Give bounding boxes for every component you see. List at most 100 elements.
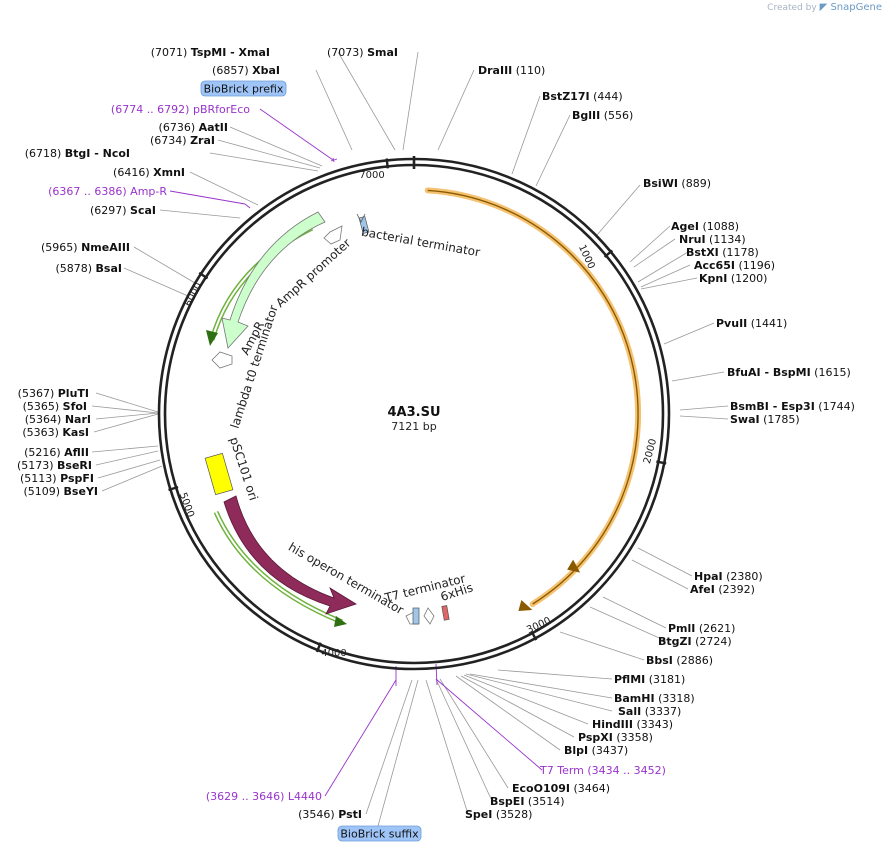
bacterial-terminator-mark: [356, 213, 366, 223]
enzyme-label: BamHI (3318): [614, 692, 695, 705]
enzyme-site: (5965) NmeAIII: [41, 241, 130, 254]
enzyme-label: BlpI (3437): [564, 744, 628, 757]
enzyme-position: (3181): [645, 673, 685, 686]
orf-arrow-head: [567, 559, 581, 573]
enzyme-name: BfuAI: [727, 366, 761, 379]
tick-mark: [198, 271, 209, 280]
biobrick-prefix-badge-bg: [200, 80, 287, 97]
lower-green-head: [334, 616, 347, 627]
enzyme-name: HpaI: [694, 570, 723, 583]
enzyme-name: NruI: [679, 233, 706, 246]
biobrick-suffix-badge-bg: [337, 825, 422, 842]
enzyme-label: NruI (1134): [679, 233, 746, 246]
enzyme-site: (7071) TspMI - XmaI: [151, 46, 270, 59]
enzyme-name: PflMI: [614, 673, 645, 686]
orf-arrow-line: [427, 189, 639, 605]
lambda-t0-arrow: [211, 351, 233, 369]
enzyme-site: BamHI (3318): [614, 692, 695, 705]
enzyme-position: (3528): [492, 808, 532, 821]
enzyme-position: (5965): [41, 241, 81, 254]
enzyme-label: EcoO109I (3464): [512, 782, 610, 795]
enzyme-position: (1615): [811, 366, 851, 379]
enzyme-position: (2621): [695, 622, 735, 635]
enzyme-label: (5113) PspFI: [20, 472, 94, 485]
enzyme-label: BfuAI - BspMI (1615): [727, 366, 851, 379]
enzyme-site: (6718) BtgI - NcoI: [25, 147, 130, 160]
enzyme-name: PvuII: [716, 317, 747, 330]
enzyme-position: (1178): [719, 246, 759, 259]
enzyme-name: Acc65I: [694, 259, 735, 272]
enzyme-name: SwaI: [730, 413, 760, 426]
enzyme-label: BstXI (1178): [686, 246, 759, 259]
enzyme-site: BsiWI (889): [643, 177, 711, 190]
enzyme-site: SwaI (1785): [730, 413, 800, 426]
enzyme-label: DraIII (110): [478, 64, 545, 77]
enzyme-name: NmeAIII: [81, 241, 130, 254]
enzyme-position: (6736): [159, 121, 199, 134]
enzyme-label: PvuII (1441): [716, 317, 787, 330]
enzyme-site: HindIII (3343): [592, 718, 673, 731]
tick-mark: [315, 642, 322, 653]
enzyme-label: (6857) XbaI: [212, 64, 280, 77]
enzyme-site: BstXI (1178): [686, 246, 759, 259]
enzyme-position: (5364): [25, 413, 65, 426]
tick-mark: [385, 158, 389, 169]
enzyme-site: (5367) PluTI: [18, 387, 89, 400]
enzyme-site: PspXI (3358): [578, 731, 653, 744]
enzyme-name: HindIII: [592, 718, 633, 731]
enzyme-pair-name: - NcoI: [90, 147, 130, 160]
enzyme-label: BsiWI (889): [643, 177, 711, 190]
enzyme-position: (6718): [25, 147, 65, 160]
enzyme-label: BspEI (3514): [490, 795, 565, 808]
enzyme-site: (5364) NarI: [25, 413, 91, 426]
enzyme-position: (1134): [706, 233, 746, 246]
enzyme-leader-lines: [91, 51, 729, 827]
primer-label: (6774 .. 6792) pBRforEco: [111, 103, 250, 116]
enzyme-label: SpeI (3528): [465, 808, 532, 821]
enzyme-position: (444): [590, 90, 623, 103]
tick-label: 7000: [359, 170, 384, 181]
enzyme-site: (5363) KasI: [22, 426, 89, 439]
ampr-promoter-arrow: [323, 225, 343, 245]
enzyme-label: (3546) PstI: [298, 808, 362, 821]
enzyme-position: (1200): [727, 272, 767, 285]
enzyme-name: XbaI: [252, 64, 280, 77]
primer-label: (3629 .. 3646) L4440: [206, 790, 322, 803]
enzyme-position: (110): [512, 64, 545, 77]
t7-terminator-box: [412, 607, 420, 625]
enzyme-pair-name: - XmaI: [226, 46, 270, 59]
enzyme-label: SalI (3337): [618, 705, 681, 718]
tick-mark: [603, 249, 614, 258]
enzyme-name: TspMI: [191, 46, 227, 59]
enzyme-name: ZraI: [190, 134, 215, 147]
enzyme-name: SpeI: [465, 808, 492, 821]
enzyme-site: BsmBI - Esp3I (1744): [730, 400, 855, 413]
enzyme-name: PmlI: [668, 622, 695, 635]
enzyme-name: BglII: [572, 109, 600, 122]
enzyme-position: (3437): [588, 744, 628, 757]
enzyme-label: SwaI (1785): [730, 413, 800, 426]
enzyme-name: BstXI: [686, 246, 719, 259]
enzyme-position: (3343): [633, 718, 673, 731]
ampr-arrow: [221, 211, 326, 349]
enzyme-name: DraIII: [478, 64, 512, 77]
enzyme-site: DraIII (110): [478, 64, 545, 77]
enzyme-site: BlpI (3437): [564, 744, 628, 757]
primer-label: T7 Term (3434 .. 3452): [539, 764, 666, 777]
enzyme-label: (5965) NmeAIII: [41, 241, 130, 254]
enzyme-name: BseYI: [64, 485, 98, 498]
enzyme-label: (6718) BtgI - NcoI: [25, 147, 130, 160]
enzyme-site: EcoO109I (3464): [512, 782, 610, 795]
enzyme-name: KasI: [62, 426, 89, 439]
enzyme-position: (5367): [18, 387, 58, 400]
enzyme-label: Acc65I (1196): [694, 259, 775, 272]
enzyme-site: PmlI (2621): [668, 622, 735, 635]
enzyme-label: BstZ17I (444): [542, 90, 623, 103]
enzyme-name: AgeI: [671, 220, 699, 233]
ampr-outline-head: [206, 330, 218, 346]
enzyme-position: (7073): [327, 46, 367, 59]
enzyme-site: BbsI (2886): [646, 654, 713, 667]
enzyme-label: (5109) BseYI: [23, 485, 98, 498]
enzyme-name: AfeI: [690, 583, 715, 596]
enzyme-position: (3358): [613, 731, 653, 744]
